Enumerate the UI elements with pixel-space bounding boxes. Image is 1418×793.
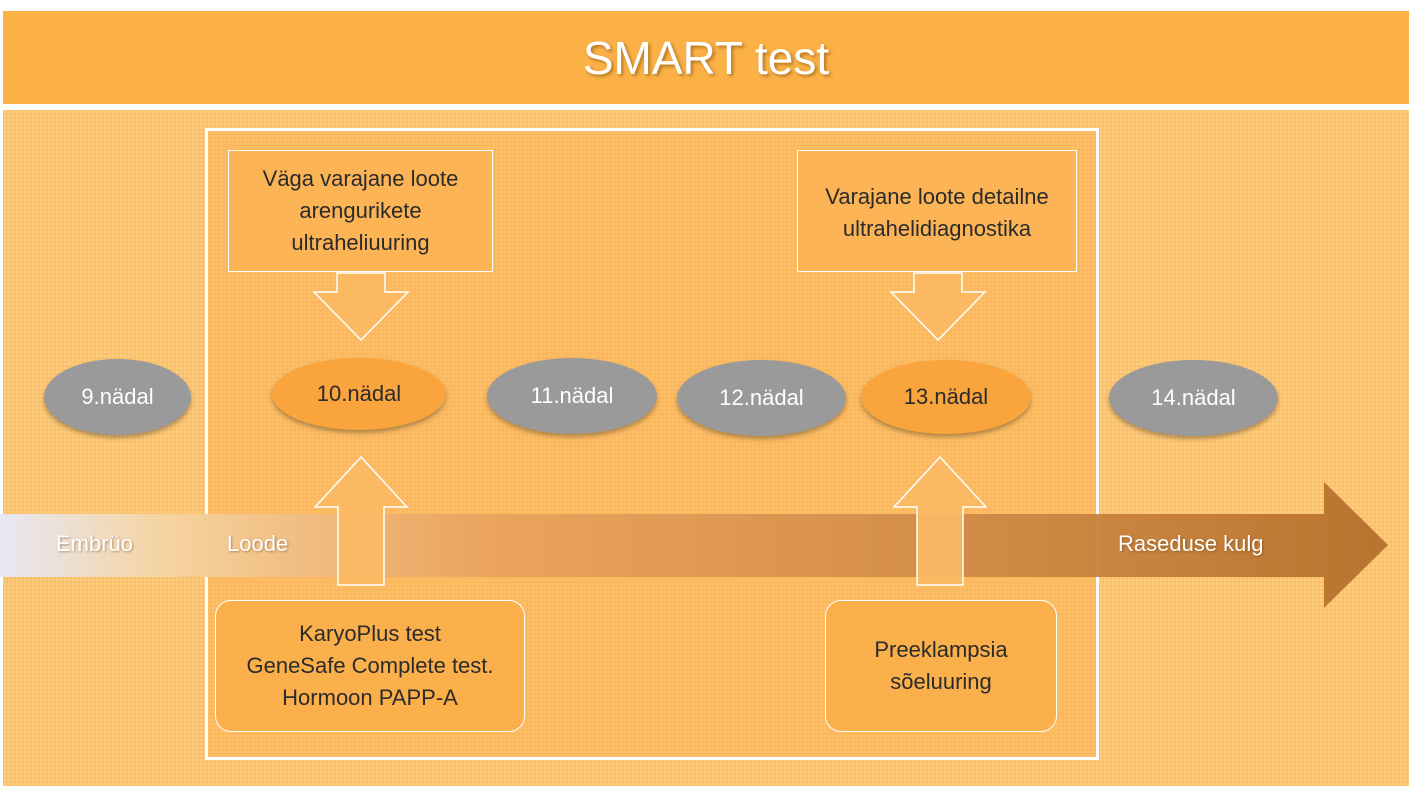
week-10-node: 10.nädal xyxy=(272,358,446,430)
callout-early-fetal-anomaly-ultrasound: Väga varajane loote arengurikete ultrahe… xyxy=(228,150,493,272)
down-arrow-week13 xyxy=(889,272,987,342)
callout-line: arengurikete xyxy=(299,198,422,223)
down-arrow-week10 xyxy=(312,272,410,342)
callout-preeclampsia-screening: Preeklampsia sõeluuring xyxy=(825,600,1057,732)
week-9-node: 9.nädal xyxy=(44,359,191,435)
callout-line: sõeluuring xyxy=(890,669,992,694)
callout-line: Preeklampsia xyxy=(874,637,1008,662)
callout-line: Väga varajane loote xyxy=(262,166,459,191)
callout-line: ultraheliuuring xyxy=(291,230,430,255)
callout-line: KaryoPlus test xyxy=(299,621,441,646)
timeline-label-fetus: Loode xyxy=(227,531,289,556)
callout-detailed-ultrasound-diagnostics: Varajane loote detailne ultrahelidiagnos… xyxy=(797,150,1077,272)
callout-line: ultrahelidiagnostika xyxy=(842,216,1032,241)
week-11-node: 11.nädal xyxy=(487,358,657,434)
up-arrow-week10 xyxy=(313,456,409,586)
callout-line: Varajane loote detailne xyxy=(825,184,1049,209)
week-label: 10.nädal xyxy=(316,381,402,406)
week-label: 12.nädal xyxy=(719,385,804,410)
week-14-node: 14.nädal xyxy=(1109,360,1278,436)
timeline-label-embryo: Embrüo xyxy=(56,531,134,556)
week-label: 13.nädal xyxy=(903,384,989,409)
timeline-label-pregnancy-course: Raseduse kulg xyxy=(1118,531,1264,556)
up-arrow-week13 xyxy=(892,456,988,586)
week-13-node: 13.nädal xyxy=(861,360,1031,434)
week-label: 11.nädal xyxy=(530,383,614,408)
callout-line: Hormoon PAPP-A xyxy=(282,685,458,710)
week-label: 14.nädal xyxy=(1151,385,1236,410)
callout-karyoplus-genesafe-papp-a: KaryoPlus test GeneSafe Complete test. H… xyxy=(215,600,525,732)
title-bar: SMART test xyxy=(3,11,1409,104)
week-label: 9.nädal xyxy=(81,384,154,409)
week-12-node: 12.nädal xyxy=(677,360,846,436)
callout-line: GeneSafe Complete test. xyxy=(246,653,494,678)
page-title: SMART test xyxy=(582,31,830,84)
